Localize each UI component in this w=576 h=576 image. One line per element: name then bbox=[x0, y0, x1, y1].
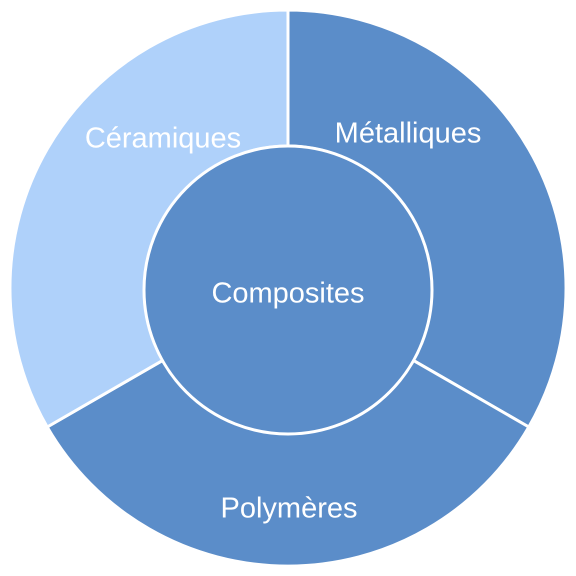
center-circle bbox=[142, 144, 434, 436]
center-label-composites: Composites bbox=[211, 278, 364, 310]
label-polymeres: Polymères bbox=[221, 493, 358, 525]
label-ceramiques: Céramiques bbox=[85, 123, 241, 155]
label-metalliques: Métalliques bbox=[335, 118, 482, 150]
